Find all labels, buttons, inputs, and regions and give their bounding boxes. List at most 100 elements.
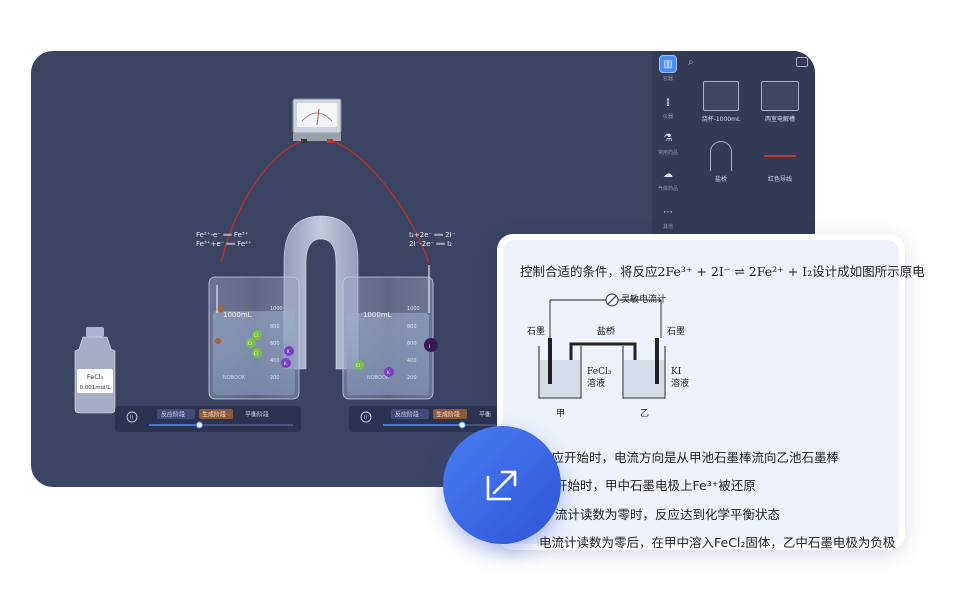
expand-button[interactable] xyxy=(443,426,561,544)
question-card-body: 控制合适的条件，将反应2Fe³⁺ + 2I⁻ ⇌ 2Fe²⁺ + I₂设计成如图… xyxy=(503,240,925,550)
equipment-label-0: 烧杯-1000mL xyxy=(701,116,741,123)
rail-item-3[interactable]: ☁ 气体药品 xyxy=(654,165,682,193)
grid-view-icon[interactable] xyxy=(796,57,808,67)
beaker-right-mark-2: 600 xyxy=(407,341,417,347)
stage-right-2: 平衡 xyxy=(479,411,491,419)
beaker-left-brand: NOBOOK xyxy=(223,375,246,381)
option-c[interactable]: 流计读数为零时，反应达到化学平衡状态 xyxy=(555,507,781,522)
stage-control-right[interactable]: II 反应阶段 生成阶段 平衡 xyxy=(349,406,535,432)
diagram-galvanometer-label: 灵敏电流计 xyxy=(621,293,666,305)
beaker-right-label: 1000mL xyxy=(363,311,392,319)
stage-control-left[interactable]: II 反应阶段 生成阶段 平衡阶段 xyxy=(115,406,301,432)
stage-left-2: 平衡阶段 xyxy=(245,411,269,419)
ion-right-1: K xyxy=(387,370,390,375)
ion-right-0: I xyxy=(429,344,430,350)
beaker-right-mark-0: 1000 xyxy=(407,306,420,312)
question-stem: 控制合适的条件，将反应2Fe³⁺ + 2I⁻ ⇌ 2Fe²⁺ + I₂设计成如图… xyxy=(520,264,925,279)
rail-label-3: 气体药品 xyxy=(657,186,678,192)
pause-icon-left: II xyxy=(130,415,133,421)
stage-right-1: 生成阶段 xyxy=(436,411,460,419)
ion-left-4: K xyxy=(284,361,287,366)
beaker-right-brand: NOBOOK xyxy=(367,375,390,381)
option-b[interactable]: 开始时，甲中石墨电极上Fe³⁺被还原 xyxy=(555,478,756,493)
diagram-right-solution-l2: 溶液 xyxy=(671,377,689,389)
progress-knob-left xyxy=(195,421,203,429)
beaker-left-mark-3: 400 xyxy=(270,358,280,364)
electrolytic-cell-icon xyxy=(761,81,799,111)
wire-left xyxy=(220,140,304,264)
diagram-left-cell: 甲 xyxy=(556,408,565,419)
equipment-item-0[interactable]: 烧杯-1000mL xyxy=(692,81,750,123)
red-wire-icon xyxy=(762,141,798,171)
tube-icon: ⫾ xyxy=(666,96,670,108)
rail-label-1: 仪器 xyxy=(662,114,673,120)
more-icon: ⋯ xyxy=(663,206,673,218)
rail-item-1[interactable]: ⫾ 仪器 xyxy=(654,93,682,121)
beaker-left-label: 1000mL xyxy=(223,311,252,319)
beaker-left-mark-2: 600 xyxy=(270,341,280,347)
diagram-bridge-label: 盐桥 xyxy=(597,325,615,337)
equipment-label-2: 盐桥 xyxy=(714,176,727,183)
progress-knob-right xyxy=(458,421,466,429)
equipment-item-3[interactable]: 红色导线 xyxy=(751,141,809,183)
equation-right-1: I₂+2e⁻ ══ 2I⁻ xyxy=(409,231,456,239)
option-a[interactable]: 反应开始时，电流方向是从甲池石墨棒流向乙池石墨棒 xyxy=(539,450,840,465)
search-icon[interactable]: ⌕ xyxy=(688,57,694,68)
diagram-left-solution-l1: FeCl₃ xyxy=(587,367,612,377)
beaker-thumb-icon xyxy=(703,81,739,111)
ion-right-2: Cl xyxy=(356,363,360,368)
option-d[interactable]: 电流计读数为零后，在甲中溶入FeCl₂固体，乙中石墨电极为负极 xyxy=(539,535,896,550)
beaker-left-mark-0: 1000 xyxy=(270,306,283,312)
stage-left-1: 生成阶段 xyxy=(202,411,226,419)
external-arrow-icon xyxy=(486,470,517,501)
simulator-canvas: Fe²⁺-e⁻ ══ Fe³⁺ Fe³⁺+e⁻ ══ Fe²⁺ I₂+2e⁻ ═… xyxy=(74,98,535,432)
diagram-right-cell: 乙 xyxy=(640,408,649,419)
equipment-label-1: 两室电解槽 xyxy=(764,116,795,123)
equipment-item-1[interactable]: 两室电解槽 xyxy=(751,81,809,123)
rail-item-2[interactable]: ⚗ 常用药品 xyxy=(654,129,682,157)
equation-right-2: 2I⁻-2e⁻ ══ I₂ xyxy=(409,240,452,248)
stage-left-0: 反应阶段 xyxy=(161,411,185,419)
ion-left-0: Cl xyxy=(254,333,258,338)
category-rail: ▥ 容器 ⫾ 仪器 ⚗ 常用药品 ☁ 气体药品 ⋯ 其他 xyxy=(652,51,684,487)
equipment-search[interactable]: ⌕ xyxy=(688,57,812,71)
diagram-right-electrode: 石墨 xyxy=(667,326,685,337)
rail-item-4[interactable]: ⋯ 其他 xyxy=(654,203,682,231)
beaker-right-mark-4: 200 xyxy=(407,375,417,381)
galvanometer[interactable] xyxy=(292,98,342,143)
pause-icon-right: II xyxy=(364,415,367,421)
stage-right-0: 反应阶段 xyxy=(395,411,419,419)
rail-label-2: 常用药品 xyxy=(657,150,678,156)
beaker-left-mark-1: 800 xyxy=(270,324,280,330)
beaker-right-mark-3: 400 xyxy=(407,358,417,364)
beaker-left[interactable]: 1000mL 1000 800 600 400 200 NOBOOK Cl Cl… xyxy=(208,276,300,400)
equation-left-2: Fe³⁺+e⁻ ══ Fe²⁺ xyxy=(196,240,252,248)
equipment-label-3: 红色导线 xyxy=(767,176,792,183)
diagram-left-solution-l2: 溶液 xyxy=(587,377,605,389)
diagram-right-solution-l1: KI xyxy=(671,367,682,377)
beaker-right[interactable]: 1000mL 1000 800 600 400 200 NOBOOK I K C… xyxy=(342,265,438,400)
bottle-concentration: 0.001mol/L xyxy=(80,385,112,391)
diagram-left-electrode: 石墨 xyxy=(527,326,545,337)
beaker-left-mark-4: 200 xyxy=(270,375,280,381)
rail-label-4: 其他 xyxy=(662,224,673,230)
cloud-icon: ☁ xyxy=(663,168,673,180)
beaker-right-mark-1: 800 xyxy=(407,324,417,330)
equipment-item-2[interactable]: 盐桥 xyxy=(692,141,750,183)
reagent-bottle[interactable]: FeCl₃ 0.001mol/L xyxy=(74,327,116,414)
question-card: 控制合适的条件，将反应2Fe³⁺ + 2I⁻ ⇌ 2Fe²⁺ + I₂设计成如图… xyxy=(497,234,925,550)
ion-left-1: Cl xyxy=(248,341,252,346)
ion-left-2: Cl xyxy=(254,351,258,356)
beaker-icon: ▥ xyxy=(659,55,677,73)
equation-left-1: Fe²⁺-e⁻ ══ Fe³⁺ xyxy=(196,231,249,239)
flask-icon: ⚗ xyxy=(663,132,673,144)
rail-item-0[interactable]: ▥ 容器 xyxy=(654,55,682,82)
bottle-formula: FeCl₃ xyxy=(87,373,104,381)
salt-bridge-icon xyxy=(710,141,732,171)
ion-left-3: K xyxy=(287,349,290,354)
rail-label-0: 容器 xyxy=(662,76,673,82)
